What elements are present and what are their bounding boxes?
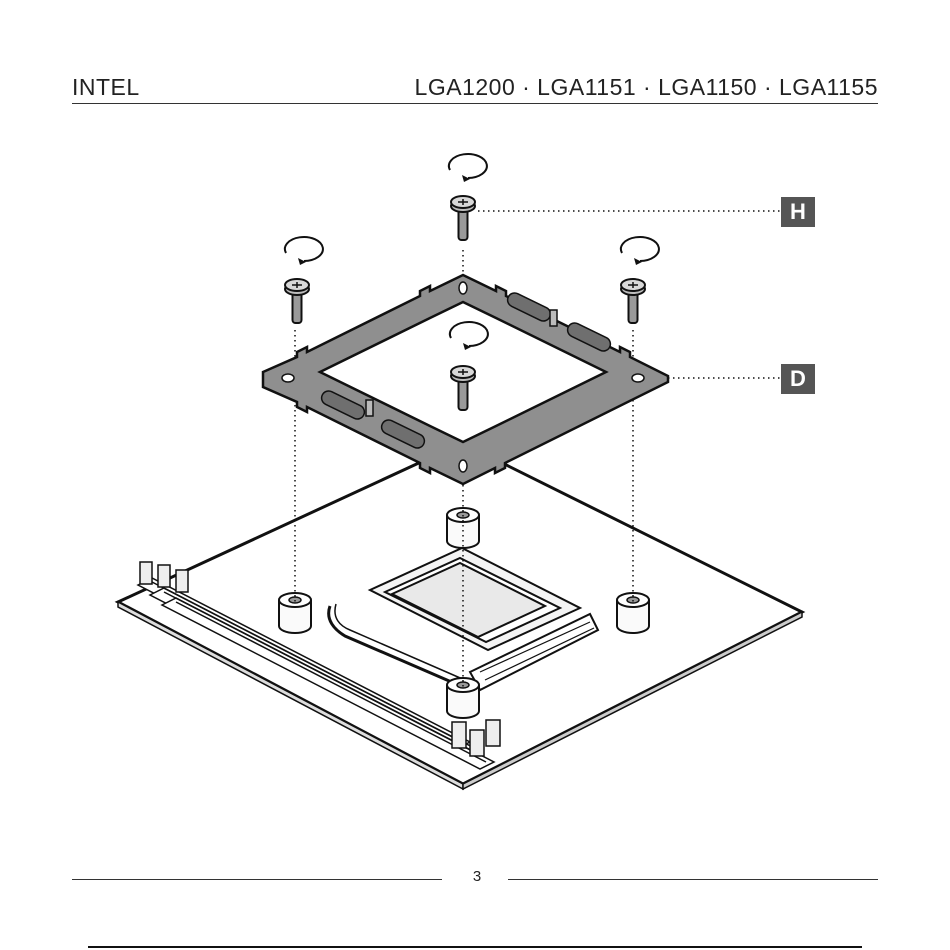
bottom-border (88, 946, 862, 948)
screw-top (451, 196, 475, 240)
footer-divider-left (72, 879, 442, 880)
rotate-arrow-right (621, 237, 659, 265)
screw-right (621, 279, 645, 323)
callout-label-h: H (781, 197, 815, 227)
callout-label-d: D (781, 364, 815, 394)
page-number: 3 (462, 868, 492, 885)
rotate-arrow-top (449, 154, 487, 182)
screw-left (285, 279, 309, 323)
footer-divider-right (508, 879, 878, 880)
rotate-arrow-left (285, 237, 323, 265)
